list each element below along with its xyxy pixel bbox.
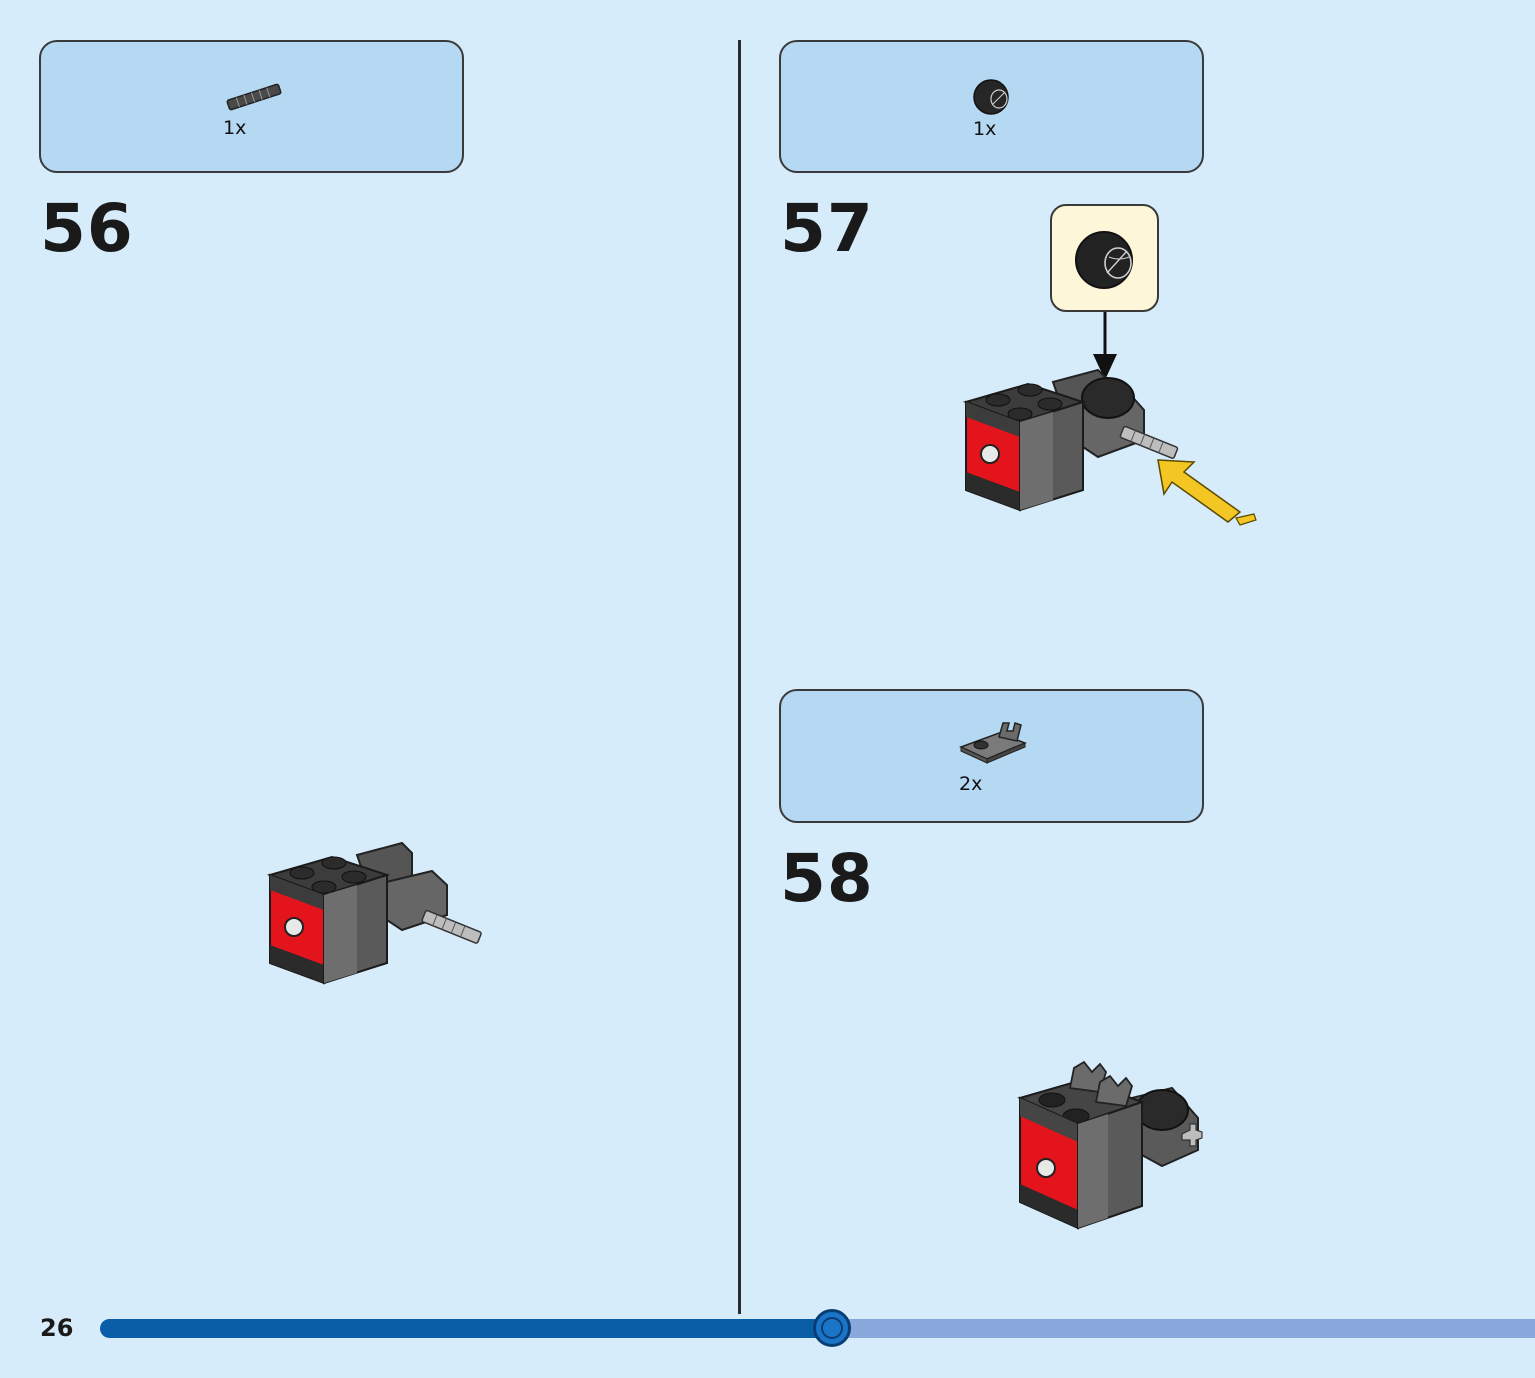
assembly-model-step-57 [962, 368, 1257, 526]
part-callout [1050, 204, 1159, 312]
progress-track [821, 1319, 1535, 1338]
part-quantity: 2x [959, 773, 983, 795]
page-number: 26 [40, 1314, 74, 1342]
ball-joint-icon [1075, 231, 1133, 289]
assembly-model-step-58 [1017, 1060, 1203, 1230]
progress-indicator [812, 1309, 851, 1347]
part-quantity: 1x [973, 118, 997, 140]
down-arrow-icon [1093, 312, 1117, 380]
part-quantity: 1x [223, 117, 247, 139]
assembly-model-step-56 [266, 841, 482, 985]
step-number-58: 58 [780, 840, 874, 917]
step-number-57: 57 [780, 190, 874, 267]
progress-fill [100, 1319, 832, 1338]
parts-list-step-58: 2x [779, 689, 1204, 823]
parts-list-step-56: 1x [39, 40, 464, 173]
parts-list-step-57: 1x [779, 40, 1204, 173]
step-number-56: 56 [40, 190, 134, 267]
clip-plate-icon [959, 722, 1028, 764]
axle-pin-icon [226, 83, 282, 111]
page-divider [738, 40, 741, 1314]
ball-joint-icon [973, 79, 1009, 115]
